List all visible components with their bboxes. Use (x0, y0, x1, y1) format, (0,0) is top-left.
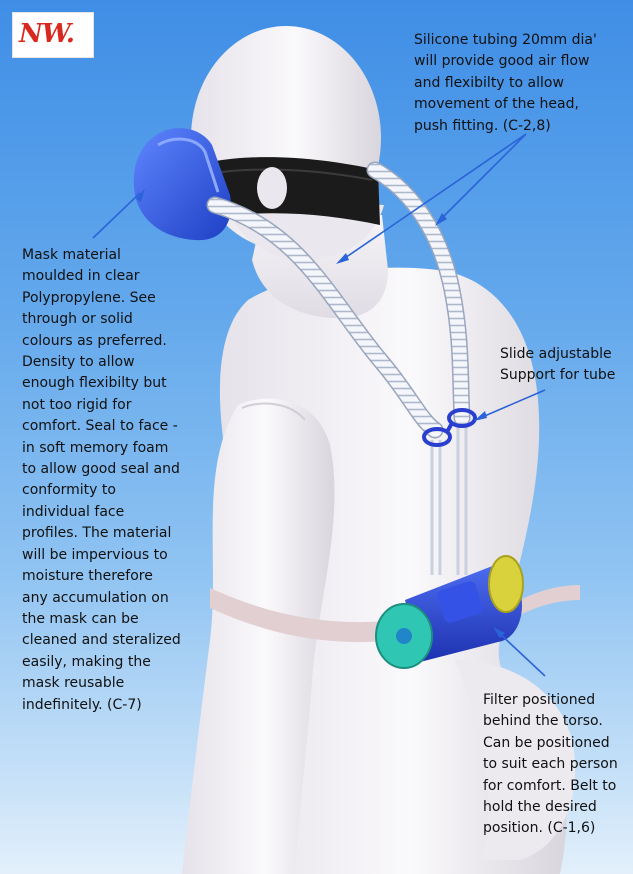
leader-line-tubing-2 (440, 134, 526, 220)
logo-text: NW. (19, 19, 74, 49)
callout-slide-support: Slide adjustable Support for tube (500, 344, 615, 387)
callout-silicone-tubing: Silicone tubing 20mm dia' will provide g… (414, 30, 597, 137)
callout-mask-material: Mask material moulded in clear Polypropy… (22, 245, 181, 716)
leader-line-mask (93, 193, 140, 238)
nw-logo: NW. (12, 12, 94, 58)
callout-filter: Filter positioned behind the torso. Can … (483, 690, 618, 840)
